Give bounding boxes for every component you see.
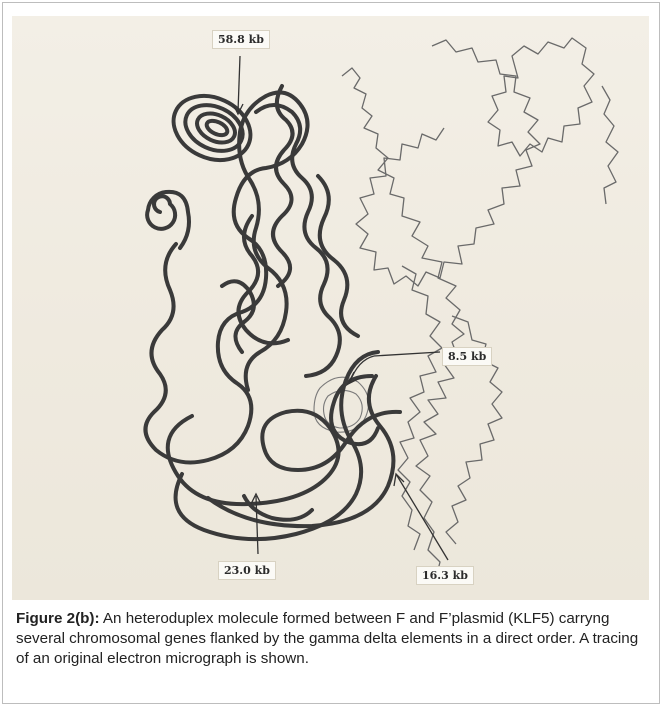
thin-strand-edge [602,86,618,204]
caption-text: An heteroduplex molecule formed between … [16,610,638,667]
label-8-5-kb: 8.5 kb [442,347,492,366]
label-58-8-kb: 58.8 kb [212,30,270,49]
micrograph-tracing: 58.8 kb 8.5 kb 23.0 kb 16.3 kb [12,16,649,600]
caption-title: Figure 2(b): [16,610,100,627]
figure-caption: Figure 2(b): An heteroduplex molecule fo… [16,609,648,669]
label-16-3-kb: 16.3 kb [416,566,474,585]
label-23-0-kb: 23.0 kb [218,561,276,580]
tracing-drawing [12,16,649,600]
thin-strand-lower [398,266,442,550]
thick-duplex-strand [145,84,400,539]
thin-strand-loop-top-right [488,38,594,156]
